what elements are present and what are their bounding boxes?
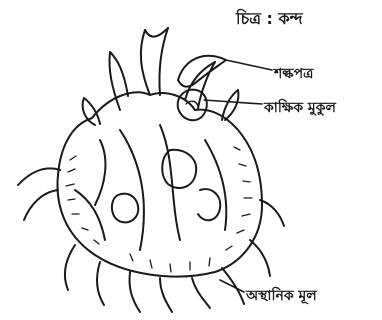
adventitious-roots: [18, 168, 284, 312]
leader-axillary-bud: [204, 100, 262, 104]
label-axillary-bud: কাক্ষিক মুকুল: [264, 96, 336, 120]
label-scale-leaf: শল্কপত্র: [274, 62, 313, 86]
diagram-title: চিত্র : কন্দ: [236, 6, 303, 33]
leader-scale-leaf: [226, 60, 272, 70]
label-adventitious-root: অস্থানিক মূল: [246, 284, 317, 308]
scale-leaves: [83, 28, 239, 125]
